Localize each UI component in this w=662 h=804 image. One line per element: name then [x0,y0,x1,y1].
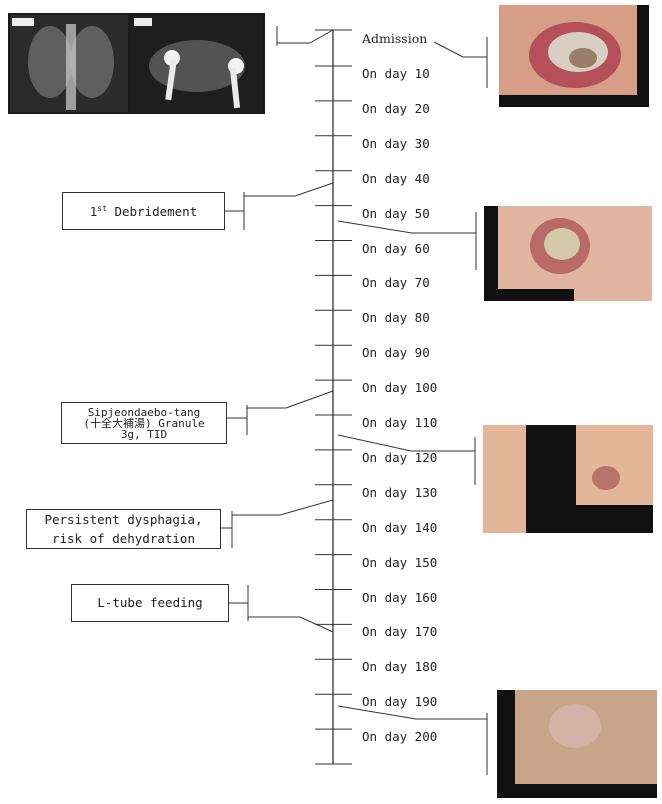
connector-xray [277,26,333,46]
day-label: On day 30 [362,137,430,151]
day-label: On day 170 [362,625,437,639]
ltube-box: L-tube feeding [71,584,229,622]
day-label: On day 60 [362,242,430,256]
dysphagia-box: Persistent dysphagia, risk of dehydratio… [26,509,221,549]
day-label: On day 190 [362,695,437,709]
debridement-box: 1st Debridement [62,192,225,230]
day-label: On day 100 [362,381,437,395]
connector-debridement [225,183,333,230]
wound-photo-admission [499,5,649,107]
day-label: On day 140 [362,521,437,535]
day-label: On day 120 [362,451,437,465]
connector-photo-1 [434,37,487,88]
herbal-line-1: Sipjeondaebo-tang [83,407,204,418]
debridement-superscript: st [97,204,107,213]
day-label: On day 160 [362,591,437,605]
day-label: On day 80 [362,311,430,325]
herbal-line-3: 3g, TID [83,429,204,440]
day-label: On day 180 [362,660,437,674]
day-label: On day 150 [362,556,437,570]
connector-dysphagia [221,500,333,548]
wound-photo-day120 [483,425,653,533]
day-label: On day 20 [362,102,430,116]
herbal-line-2: (十全大補湯) Granule [83,418,204,429]
ltube-text: L-tube feeding [97,596,202,610]
day-label: On day 40 [362,172,430,186]
wound-photo-day200 [497,690,657,798]
wound-photo-day60 [484,206,652,301]
xray-image [8,13,265,114]
day-label: On day 50 [362,207,430,221]
day-label: On day 90 [362,346,430,360]
connector-ltube [229,585,333,632]
dysphagia-line-1: Persistent dysphagia, [44,510,202,529]
admission-label: Admission [362,32,427,46]
connector-herbal [227,391,333,435]
day-label: On day 70 [362,276,430,290]
day-label: On day 110 [362,416,437,430]
dysphagia-line-2: risk of dehydration [44,529,202,548]
day-label: On day 200 [362,730,437,744]
herbal-medicine-box: Sipjeondaebo-tang (十全大補湯) Granule 3g, TI… [61,402,227,444]
day-label: On day 130 [362,486,437,500]
day-label: On day 10 [362,67,430,81]
debridement-text: Debridement [114,205,197,220]
